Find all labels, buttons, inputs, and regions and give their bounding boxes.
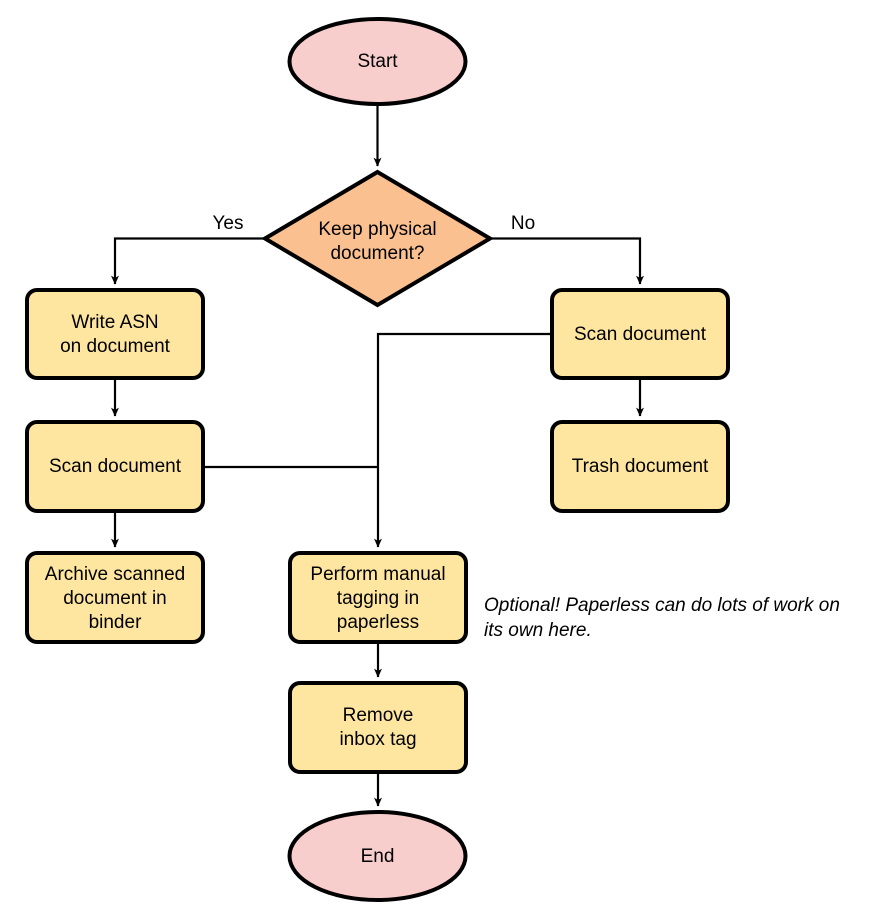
- archive-binder-rect-shape: [25, 551, 205, 644]
- trash-document-rect-shape: [550, 420, 730, 513]
- optional-note-line2: its own here.: [484, 620, 592, 641]
- edge-decision-to-write-asn: [111, 237, 265, 285]
- start-ellipse-shape: [287, 17, 468, 106]
- annotation-optional-note: Optional! Paperless can do lots of work …: [484, 595, 840, 641]
- end-ellipse-shape: [287, 810, 468, 902]
- decision-label-line1: Keep physical: [318, 219, 436, 240]
- connector-layer: [111, 104, 644, 807]
- node-manual-tagging[interactable]: Perform manual tagging in paperless: [288, 551, 468, 644]
- remove-inbox-tag-rect-shape: [288, 681, 468, 774]
- node-write-asn[interactable]: Write ASN on document: [25, 288, 205, 380]
- trash-document-label: Trash document: [572, 456, 709, 477]
- write-asn-rect-shape: [25, 288, 205, 380]
- node-remove-inbox-tag[interactable]: Remove inbox tag: [288, 681, 468, 774]
- optional-note-line1: Optional! Paperless can do lots of work …: [484, 595, 840, 616]
- scan-document-right-rect-shape: [550, 288, 730, 380]
- edge-scan-right-to-manual-tagging: [374, 332, 552, 548]
- edge-label-yes: Yes: [213, 213, 244, 234]
- end-label: End: [361, 846, 395, 867]
- start-label: Start: [357, 51, 398, 72]
- node-decision-keep-physical[interactable]: Keep physical document?: [261, 169, 494, 308]
- node-archive-binder[interactable]: Archive scanned document in binder: [25, 551, 205, 644]
- archive-binder-label-line3: binder: [89, 612, 142, 633]
- node-trash-document[interactable]: Trash document: [550, 420, 730, 513]
- node-end[interactable]: End: [287, 810, 468, 902]
- write-asn-label-line1: Write ASN: [71, 312, 158, 333]
- decision-label-line2: document?: [330, 243, 424, 264]
- manual-tagging-label-line2: tagging in: [337, 588, 419, 609]
- manual-tagging-label-line3: paperless: [337, 612, 419, 633]
- manual-tagging-label-line1: Perform manual: [310, 564, 445, 585]
- edge-label-no: No: [511, 213, 535, 234]
- node-scan-document-right[interactable]: Scan document: [550, 288, 730, 380]
- archive-binder-label-line1: Archive scanned: [45, 564, 185, 585]
- node-start[interactable]: Start: [287, 17, 468, 106]
- archive-binder-label-line2: document in: [63, 588, 167, 609]
- decision-diamond-shape: [261, 169, 494, 308]
- scan-document-left-rect-shape: [25, 420, 205, 513]
- scan-document-right-label: Scan document: [574, 324, 707, 345]
- remove-inbox-tag-label-line1: Remove: [343, 705, 414, 726]
- manual-tagging-rect-shape: [288, 551, 468, 644]
- write-asn-label-line2: on document: [60, 336, 171, 357]
- node-scan-document-left[interactable]: Scan document: [25, 420, 205, 513]
- remove-inbox-tag-label-line2: inbox tag: [339, 729, 416, 750]
- edge-decision-to-scan-right: [490, 237, 644, 285]
- scan-document-left-label: Scan document: [49, 456, 182, 477]
